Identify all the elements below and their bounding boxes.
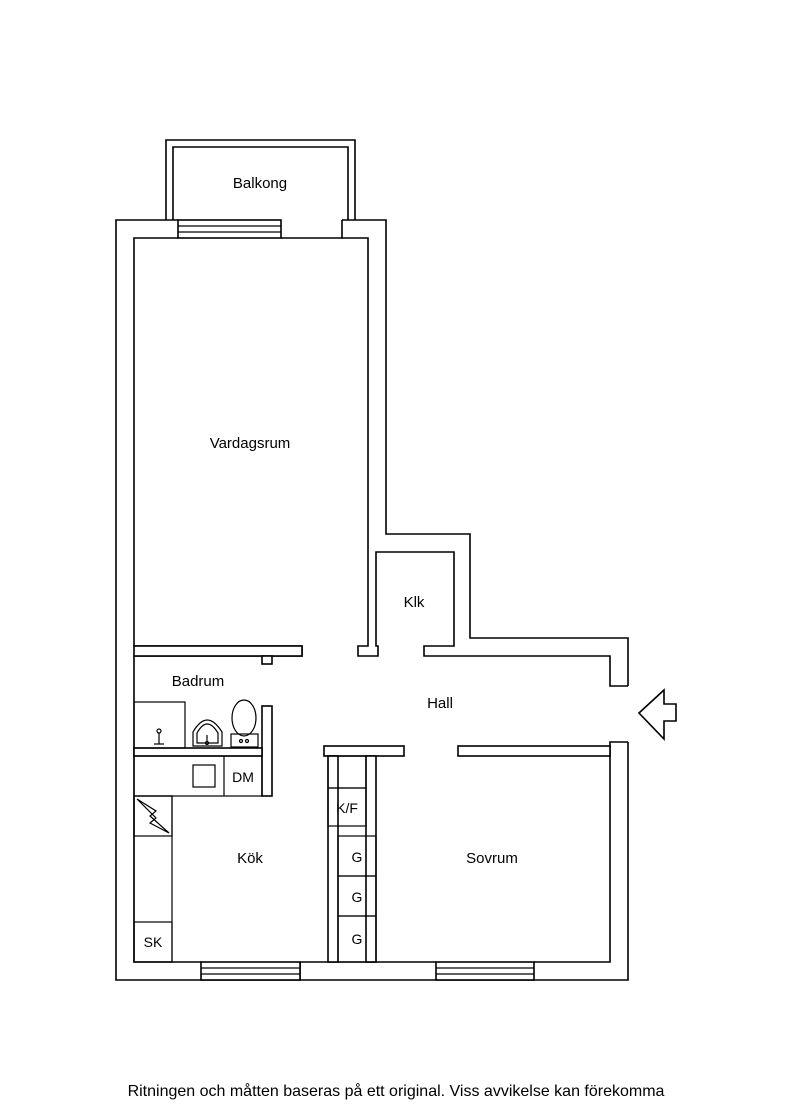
bathroom-fixtures bbox=[133, 699, 259, 749]
bedroom-label: Sovrum bbox=[466, 850, 518, 867]
shower-area bbox=[133, 701, 186, 749]
lightning-icon bbox=[136, 798, 170, 834]
sk-cabinet bbox=[133, 921, 173, 963]
storage-fixtures bbox=[327, 755, 377, 963]
disclaimer-text: Ritningen och måtten baseras på ett orig… bbox=[127, 1083, 665, 1100]
sink-icon bbox=[192, 719, 223, 747]
kitchen-label: Kök bbox=[237, 850, 263, 867]
broom-closet-label: SK bbox=[144, 934, 163, 950]
entrance-arrow-icon bbox=[637, 688, 677, 741]
living-room-label: Vardagsrum bbox=[210, 435, 291, 452]
floor-plan: Balkong Vardagsrum Klk Badrum Hall Kök S… bbox=[115, 139, 677, 981]
hall-label: Hall bbox=[427, 695, 453, 712]
wardrobe-label-2: G bbox=[352, 889, 363, 905]
balcony bbox=[165, 139, 356, 220]
toilet-icon bbox=[230, 699, 259, 748]
closet-label: Klk bbox=[404, 594, 425, 611]
interior-walls bbox=[133, 645, 611, 963]
wardrobe-label-1: G bbox=[352, 849, 363, 865]
bathroom-label: Badrum bbox=[172, 673, 225, 690]
faucet-icon bbox=[154, 728, 164, 745]
stove bbox=[133, 795, 173, 837]
kitchen-fixtures bbox=[133, 755, 263, 963]
dishwasher-label: DM bbox=[232, 769, 254, 785]
kitchen-sink-icon bbox=[192, 764, 216, 788]
windows bbox=[177, 219, 535, 981]
wardrobe-label-3: G bbox=[352, 931, 363, 947]
fridge-freezer-label: K/F bbox=[336, 800, 358, 816]
kitchen-counter bbox=[133, 755, 263, 797]
wardrobe-3 bbox=[337, 915, 377, 963]
fridge-freezer bbox=[327, 787, 367, 827]
balcony-label: Balkong bbox=[233, 175, 287, 192]
